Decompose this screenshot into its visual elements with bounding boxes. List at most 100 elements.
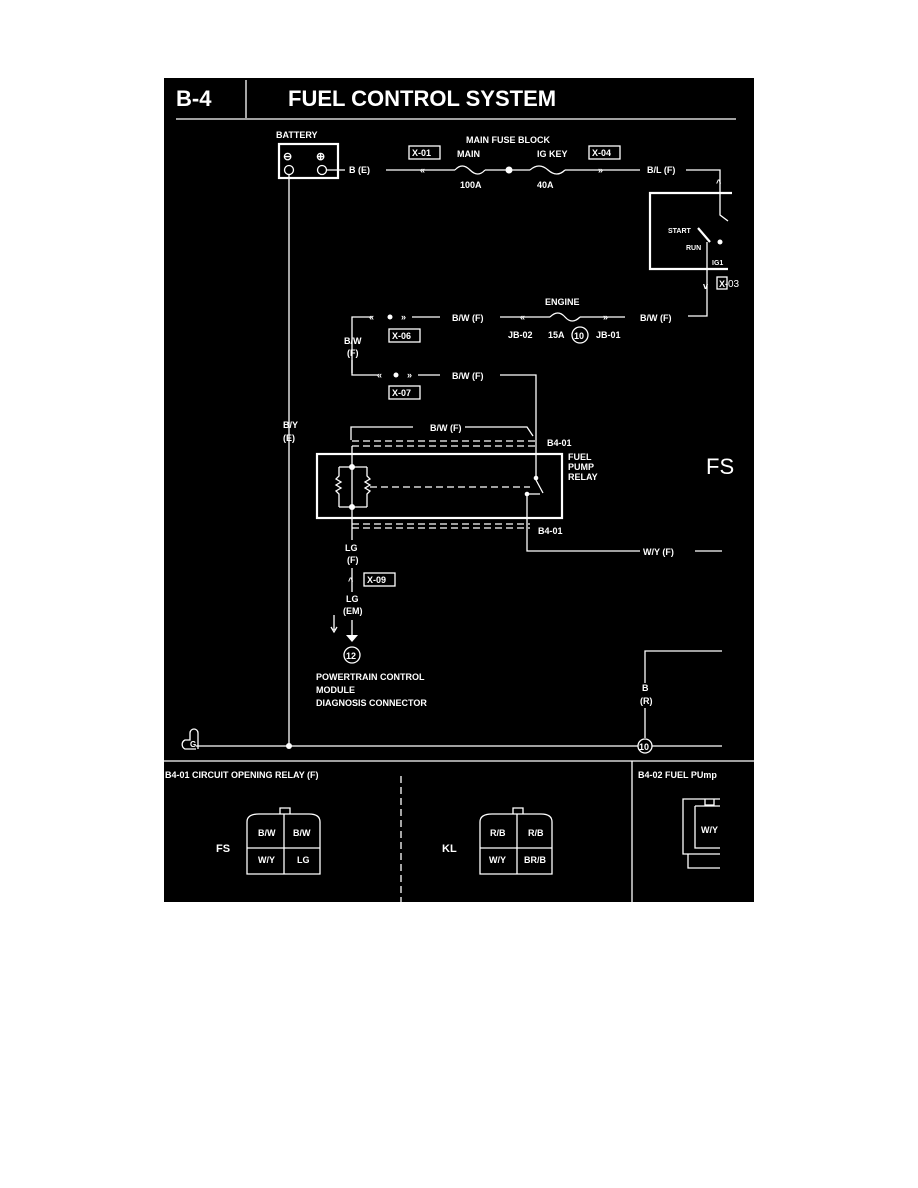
kl-connector-label: KL [442, 843, 457, 855]
fuse-igkey-rating: 40A [537, 180, 554, 190]
fs-marker: FS [706, 454, 734, 479]
page-title: FUEL CONTROL SYSTEM [288, 86, 556, 111]
wire-label-bw-f: B/W (F) [452, 371, 484, 381]
fuse-engine-ref: 10 [574, 331, 584, 341]
relay-name-line: FUEL [568, 452, 592, 462]
fuse-main-rating: 100A [460, 180, 482, 190]
wire-label-bw-f: B/W (F) [640, 313, 672, 323]
connector-outline [682, 798, 720, 869]
battery-terminal-pos [316, 164, 328, 176]
wire-label-lg: LG [345, 543, 358, 553]
battery-label: BATTERY [276, 130, 318, 140]
diagram-code: B-4 [176, 86, 212, 111]
connector-chevron-icon: v [703, 281, 708, 291]
connector-x01-box [408, 145, 441, 160]
connector-pin: B/W [258, 828, 276, 838]
pcm-label-line: POWERTRAIN CONTROL [316, 672, 425, 682]
fuse-engine-rating: 15A [548, 330, 565, 340]
ground-ref-circle [637, 738, 653, 754]
wire [351, 360, 537, 478]
relay-name-line: PUMP [568, 462, 594, 472]
ignition-switch-blade [697, 227, 711, 243]
wire-label-bw-f: B/W (F) [430, 423, 462, 433]
connector-x03-suffix: 03 [728, 279, 740, 290]
relay-connector-bottom: B4-01 [538, 526, 563, 536]
connector-chevron-icon: « [369, 312, 374, 322]
connector-x03: X- [719, 279, 728, 289]
splice-dot [505, 166, 513, 174]
connector-pin: W/Y [258, 855, 275, 865]
splice-dot [393, 372, 399, 378]
connector-x04-box [588, 145, 621, 160]
connector-pin: LG [297, 855, 310, 865]
wire-label-lg-f: (F) [347, 555, 359, 565]
connector-pin: R/B [490, 828, 506, 838]
connector-pin: B/W [293, 828, 311, 838]
battery-symbol [277, 142, 340, 180]
connector-pin: BR/B [524, 855, 546, 865]
connector-chevron-icon: » [603, 312, 608, 322]
splice-dot [349, 464, 355, 470]
relay-name-line: RELAY [568, 472, 598, 482]
connector-x04: X-04 [592, 148, 611, 158]
wire-label-em: (EM) [343, 606, 363, 616]
relay-connector-top: B4-01 [547, 438, 572, 448]
pump-connector: W/Y [682, 798, 720, 869]
battery-terminal-neg [283, 164, 295, 176]
fs-connector-label: FS [216, 843, 230, 855]
connector-chevron-icon: « [377, 370, 382, 380]
ignition-start-label: START [668, 228, 692, 235]
wire-label-bw-f: B/W (F) [452, 313, 484, 323]
wire [688, 242, 708, 317]
connector-x09-box [363, 572, 396, 587]
wire-label-b: B [642, 683, 649, 693]
connector-x07-box [388, 385, 421, 400]
fuse-engine-label: ENGINE [545, 297, 580, 307]
connector-pin: W/Y [701, 825, 718, 835]
connector-pin: W/Y [489, 855, 506, 865]
connector-chevron-icon: ^ [716, 178, 722, 188]
kl-connector: KL R/B R/B W/Y BR/B [442, 807, 553, 875]
fuel-pump-relay-box [315, 452, 564, 520]
connector-x06-box [388, 328, 421, 343]
wire-label-bw: B/W [344, 336, 362, 346]
splice-dot [387, 314, 393, 320]
fs-connector: FS B/W B/W W/Y LG [216, 807, 321, 875]
connector-chevron-icon: » [401, 312, 406, 322]
fuse-engine-icon [549, 312, 581, 322]
connector-x09: X-09 [367, 575, 386, 585]
pcm-ref-circle [343, 646, 361, 664]
battery-minus-icon: ⊖ [283, 151, 292, 163]
wire-label-bl-f: B/L (F) [647, 165, 675, 175]
connector-x03-box [716, 276, 728, 290]
fuse-ref-circle [571, 326, 589, 344]
connector-x07: X-07 [392, 388, 411, 398]
pcm-ref: 12 [346, 651, 356, 661]
arrow-down-icon [330, 615, 338, 634]
fuse-igkey-icon [529, 165, 566, 175]
arrow-down-icon [346, 635, 358, 642]
connector-chevron-icon: « [520, 312, 525, 322]
battery-plus-icon: ⊕ [316, 151, 325, 163]
wire-label-by: B/Y [283, 420, 298, 430]
jb02-label: JB-02 [508, 330, 533, 340]
jb01-label: JB-01 [596, 330, 621, 340]
connector-section-title: B4-01 CIRCUIT OPENING RELAY (F) [165, 770, 319, 780]
ignition-run-label: RUN [686, 245, 701, 252]
connector-outline [246, 807, 321, 875]
wire-label-r: (R) [640, 696, 653, 706]
switch-contact [717, 239, 723, 245]
ground-symbol: G [190, 740, 196, 749]
connector-section-title: B4-02 FUEL PUmp [638, 770, 717, 780]
wire-label-lg2: LG [346, 594, 359, 604]
main-fuse-block-label: MAIN FUSE BLOCK [466, 135, 550, 145]
fuse-igkey-label: IG KEY [537, 149, 568, 159]
wire-wy-f [526, 494, 722, 552]
pcm-label-line: DIAGNOSIS CONNECTOR [316, 698, 427, 708]
connector-chevron-icon: » [598, 165, 603, 175]
fuse-main-icon [454, 165, 486, 175]
diagram-background [164, 78, 754, 902]
connector-outline [479, 807, 553, 875]
connector-chevron-icon: » [407, 370, 412, 380]
